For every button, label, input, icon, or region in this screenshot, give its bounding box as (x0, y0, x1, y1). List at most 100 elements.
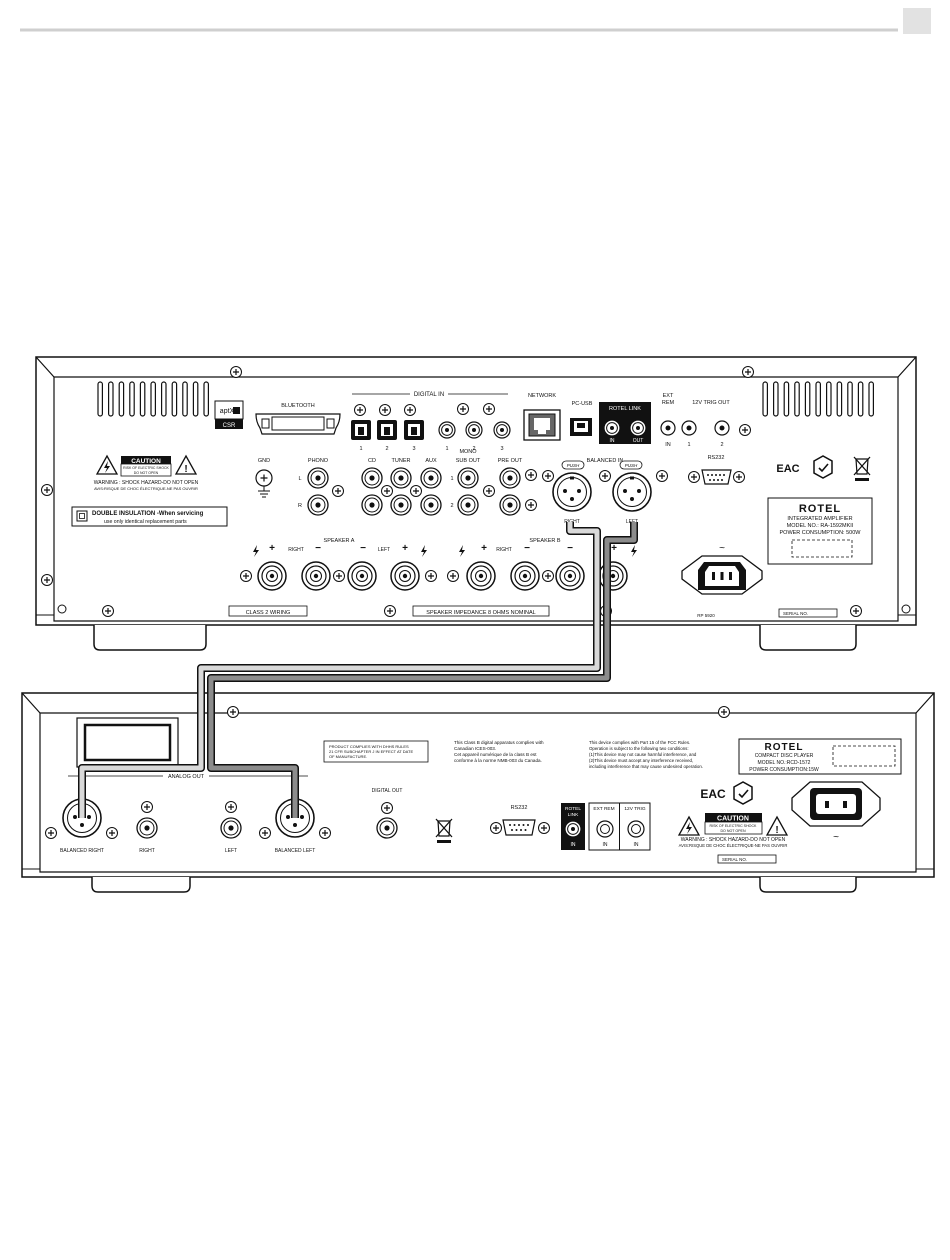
cd-r-jack[interactable] (361, 494, 383, 516)
screw-icon (738, 423, 752, 437)
speaker-a-left-minus[interactable] (347, 561, 377, 591)
fcc-text: OF MANUFACTURE. (329, 754, 367, 759)
vent-slot (815, 381, 822, 417)
pc-usb-port[interactable]: PC-USB (570, 401, 593, 436)
sub-out-2-jack[interactable] (457, 494, 479, 516)
caution-label-cd: CAUTION RISK OF ELECTRIC SHOCK DO NOT OP… (678, 813, 788, 848)
vent-slot (161, 381, 167, 417)
aux-l-jack[interactable] (420, 467, 442, 489)
ices-text: Canadian ICES-003. (454, 746, 496, 751)
digital-in-section: DIGITAL IN 1 2 3 1 2 3 (351, 389, 511, 452)
aux-r-jack[interactable] (420, 494, 442, 516)
brand-logo: ROTEL (765, 742, 804, 753)
speaker-a-right-minus[interactable] (301, 561, 331, 591)
ext-rem-trig-cd: EXT REM 12V TRIG IN IN (588, 802, 651, 851)
ac-power-inlet-cd[interactable]: ~ (791, 781, 881, 843)
rs232-port-cd[interactable]: RS232 (489, 805, 551, 836)
sub-out-1-jack[interactable] (457, 467, 479, 489)
tuner-label: TUNER (392, 458, 411, 464)
speaker-a-left-plus[interactable] (390, 561, 420, 591)
caution-subtext: DO NOT OPEN (134, 471, 159, 475)
input-number: 2 (472, 446, 475, 452)
coax-input-3[interactable] (493, 421, 511, 439)
screw-icon (598, 469, 612, 483)
screw-icon (541, 569, 555, 583)
balanced-in-left-xlr[interactable] (612, 472, 652, 512)
rotel-link-out-jack[interactable] (629, 419, 647, 437)
balanced-right-label: BALANCED RIGHT (60, 848, 104, 854)
optical-input-2[interactable] (377, 420, 397, 440)
digital-out-label: DIGITAL OUT (372, 788, 403, 794)
phono-inputs: PHONO L R (298, 458, 345, 516)
vent-slot (129, 381, 135, 417)
bluetooth-antenna-port[interactable]: BLUETOOTH (255, 403, 341, 435)
cd-l-jack[interactable] (361, 467, 383, 489)
speaker-a-right-plus[interactable] (257, 561, 287, 591)
bluetooth-label: BLUETOOTH (281, 403, 315, 409)
screw-icon (224, 800, 238, 814)
screw-icon (489, 821, 503, 835)
network-port[interactable]: NETWORK (523, 393, 561, 441)
fcc-text: 21 CFR SUBCHAPTER J IN EFFECT AT DATE (329, 749, 413, 754)
trig-number: 2 (720, 442, 723, 448)
ground-terminal[interactable]: GND (255, 458, 273, 498)
rcm-mark-icon (733, 781, 753, 805)
balanced-in-right-xlr[interactable] (552, 472, 592, 512)
plus-sign: + (269, 543, 275, 554)
screw-icon (378, 403, 392, 417)
minus-sign: − (567, 543, 573, 554)
input-number: 1 (445, 446, 448, 452)
rotel-link-in-jack[interactable] (564, 820, 582, 838)
right-out-jack[interactable] (136, 817, 158, 839)
rs232-port-amp[interactable]: RS232 (687, 455, 746, 485)
sub-out-label: SUB OUT (456, 458, 481, 464)
minus-sign: − (360, 543, 366, 554)
ac-power-inlet-amp[interactable]: ~ RP 5920 (681, 543, 763, 618)
digital-in-label: DIGITAL IN (414, 392, 444, 398)
svg-text:!: ! (775, 825, 778, 836)
push-label: PUSH (625, 463, 638, 468)
phono-r-jack[interactable] (307, 494, 329, 516)
fcc-dhhs-label: PRODUCT COMPLIES WITH DHHS RULES 21 CFR … (323, 740, 429, 763)
tuner-l-jack[interactable] (390, 467, 412, 489)
l-label: L (298, 476, 301, 482)
coax-input-1[interactable] (438, 421, 456, 439)
vent-slot (868, 381, 875, 417)
tuner-r-jack[interactable] (390, 494, 412, 516)
screw-icon (331, 484, 345, 498)
digital-out-jack[interactable] (376, 817, 398, 839)
pre-out-l-jack[interactable] (499, 467, 521, 489)
part15-text: Operation is subject to the following tw… (589, 746, 689, 751)
vent-slot (762, 381, 769, 417)
power-consumption: POWER CONSUMPTION:15W (749, 767, 819, 773)
speaker-b-left-minus[interactable] (555, 561, 585, 591)
product-label-amp: ROTEL INTEGRATED AMPLIFIER MODEL NO.: RA… (767, 497, 873, 565)
sub-number: 1 (450, 476, 453, 482)
coax-input-2[interactable] (465, 421, 483, 439)
rp-code: RP 5920 (697, 613, 715, 618)
screw-icon (446, 569, 460, 583)
speaker-a-label: SPEAKER A (324, 538, 355, 544)
speaker-b-right-minus[interactable] (510, 561, 540, 591)
minus-sign: − (315, 543, 321, 554)
screw-icon (524, 468, 538, 482)
power-consumption: POWER CONSUMPTION: 500W (780, 530, 862, 536)
input-number: 2 (385, 446, 388, 452)
optical-input-1[interactable] (351, 420, 371, 440)
warning-text-fr: AVIS:RISQUE DE CHOC ÉLECTRIQUE-NE PAS OU… (679, 843, 788, 848)
vent-slot (857, 381, 864, 417)
screw-icon (456, 402, 470, 416)
left-out-jack[interactable] (220, 817, 242, 839)
phono-l-jack[interactable] (307, 467, 329, 489)
screw-icon (40, 483, 54, 497)
pre-out-label: PRE OUT (498, 458, 523, 464)
speaker-b-right-plus[interactable] (466, 561, 496, 591)
pre-out-r-jack[interactable] (499, 494, 521, 516)
vent-slot (804, 381, 811, 417)
model-number: MODEL NO.:RCD-1572 (758, 760, 811, 766)
part15-text: (2)This device must accept any interfere… (589, 758, 693, 763)
screw-icon (541, 469, 555, 483)
serial-label: SERIAL NO. (722, 857, 747, 862)
optical-input-3[interactable] (404, 420, 424, 440)
rotel-link-in-jack[interactable] (603, 419, 621, 437)
